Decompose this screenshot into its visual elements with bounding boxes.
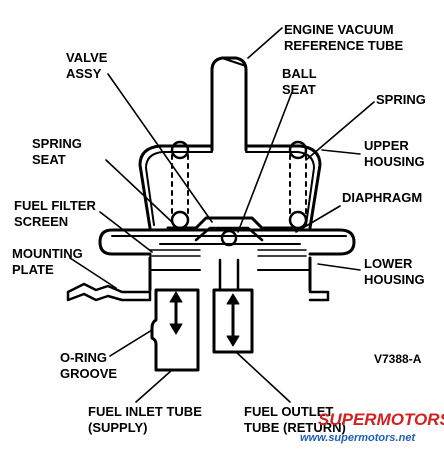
- label-lower-housing-2: HOUSING: [364, 272, 425, 287]
- watermark-brand: SUPERMOTORS: [318, 410, 444, 429]
- label-ball-1: BALL: [282, 66, 317, 81]
- label-valve-2: ASSY: [66, 66, 102, 81]
- label-oring-1: O-RING: [60, 350, 107, 365]
- label-spring-seat-1: SPRING: [32, 136, 82, 151]
- spring: [171, 154, 307, 221]
- spring-seat: [166, 216, 294, 230]
- figure-code: V7388-A: [374, 352, 422, 366]
- lower-housing: [148, 256, 312, 292]
- label-mounting-2: PLATE: [12, 262, 54, 277]
- label-inlet-2: (SUPPLY): [88, 420, 148, 435]
- label-outlet-2: TUBE (RETURN): [244, 420, 346, 435]
- label-diaphragm: DIAPHRAGM: [342, 190, 423, 205]
- vacuum-reference-tube: [210, 56, 248, 152]
- label-engine-vacuum-1: ENGINE VACUUM: [284, 22, 394, 37]
- label-fuel-filter-2: SCREEN: [14, 214, 69, 229]
- fuel-outlet-tube: [212, 288, 254, 354]
- watermark-url: www.supermotors.net: [300, 432, 416, 444]
- valve-assy: [194, 226, 264, 242]
- label-valve-1: VALVE: [66, 50, 108, 65]
- label-oring-2: GROOVE: [60, 366, 118, 381]
- fuel-filter-screen: [149, 249, 307, 257]
- label-outlet-1: FUEL OUTLET: [244, 404, 334, 419]
- label-ball-2: SEAT: [282, 82, 316, 97]
- label-upper-housing-1: UPPER: [364, 138, 409, 153]
- label-spring-seat-2: SEAT: [32, 152, 66, 167]
- fuel-inlet-tube: [150, 288, 200, 372]
- label-upper-housing-2: HOUSING: [364, 154, 425, 169]
- ball-seat: [220, 229, 238, 247]
- label-inlet-1: FUEL INLET TUBE: [88, 404, 202, 419]
- mounting-plate: [66, 282, 152, 302]
- label-mounting-1: MOUNTING: [12, 246, 83, 261]
- label-fuel-filter-1: FUEL FILTER: [14, 198, 96, 213]
- label-engine-vacuum-2: REFERENCE TUBE: [284, 38, 404, 53]
- label-lower-housing-1: LOWER: [364, 256, 413, 271]
- diaphragm: [98, 228, 356, 256]
- label-spring: SPRING: [376, 92, 426, 107]
